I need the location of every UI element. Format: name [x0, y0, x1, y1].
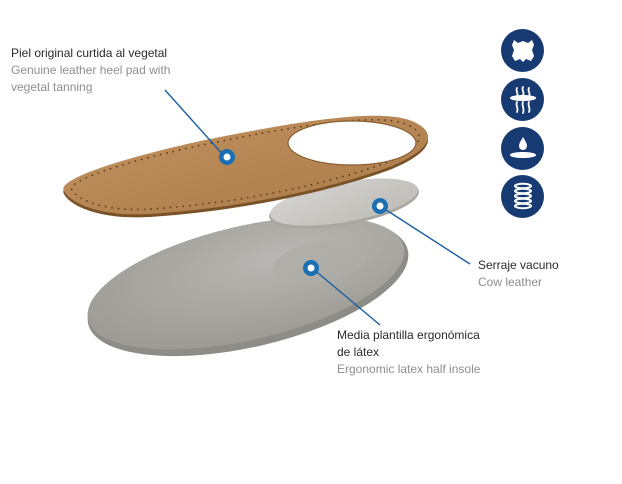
marker-leather	[219, 149, 235, 165]
breathable-icon	[501, 78, 544, 121]
moisture-absorbing-icon	[501, 127, 544, 170]
callout-line-latex	[311, 267, 381, 326]
callout-serraje-title: Serraje vacuno	[478, 258, 559, 272]
leather-hide-icon	[501, 29, 544, 72]
callout-latex: Media plantilla ergonómica de látex Ergo…	[337, 327, 507, 378]
callout-leather-subtitle-1: Genuine leather heel pad with	[11, 63, 171, 77]
callout-lines	[164, 89, 471, 326]
callout-latex-title-1: Media plantilla ergonómica	[337, 328, 480, 342]
callout-leather-title: Piel original curtida al vegetal	[11, 46, 168, 60]
callout-markers	[219, 149, 388, 276]
callout-serraje: Serraje vacuno Cow leather	[478, 257, 559, 291]
callout-leather-subtitle-2: vegetal tanning	[11, 80, 93, 94]
cushioning-spring-icon	[501, 175, 544, 218]
callout-latex-subtitle: Ergonomic latex half insole	[337, 362, 481, 376]
callout-leather: Piel original curtida al vegetal Genuine…	[11, 45, 170, 96]
leather-heel-pad	[63, 115, 429, 218]
marker-latex	[303, 260, 319, 276]
marker-serraje	[372, 198, 388, 214]
callout-line-leather	[164, 89, 226, 158]
heel-pad-hole-rim	[287, 120, 417, 166]
latex-half-insole	[87, 216, 409, 357]
callout-line-serraje	[379, 205, 471, 265]
callout-latex-title-2: de látex	[337, 345, 380, 359]
callout-serraje-subtitle: Cow leather	[478, 275, 543, 289]
